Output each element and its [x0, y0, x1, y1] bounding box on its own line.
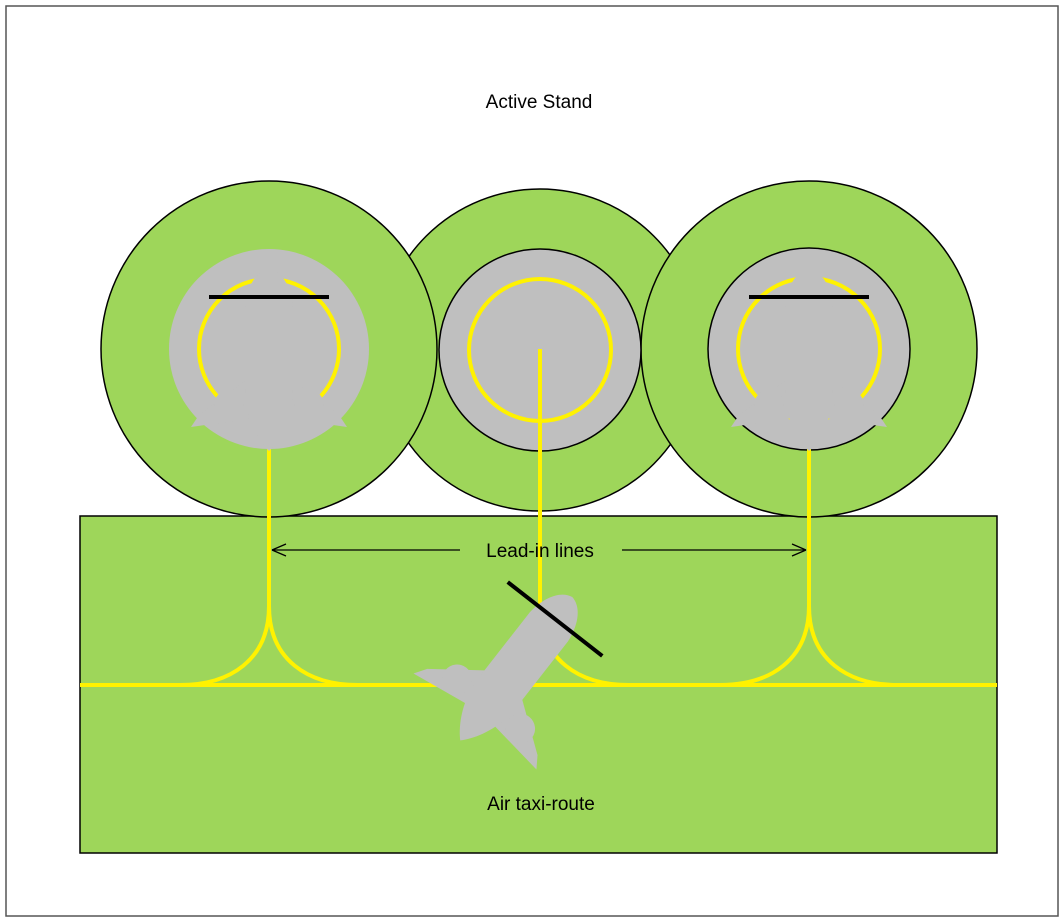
lead-in-junction-left: [179, 605, 359, 687]
lead-in-dimension-arrow: [271, 543, 807, 557]
lead-in-junction-right: [719, 605, 899, 687]
active-stand-label: Active Stand: [486, 92, 593, 113]
lead-in-lines-label: Lead-in lines: [486, 541, 594, 562]
air-taxi-route-label: Air taxi-route: [487, 794, 595, 815]
